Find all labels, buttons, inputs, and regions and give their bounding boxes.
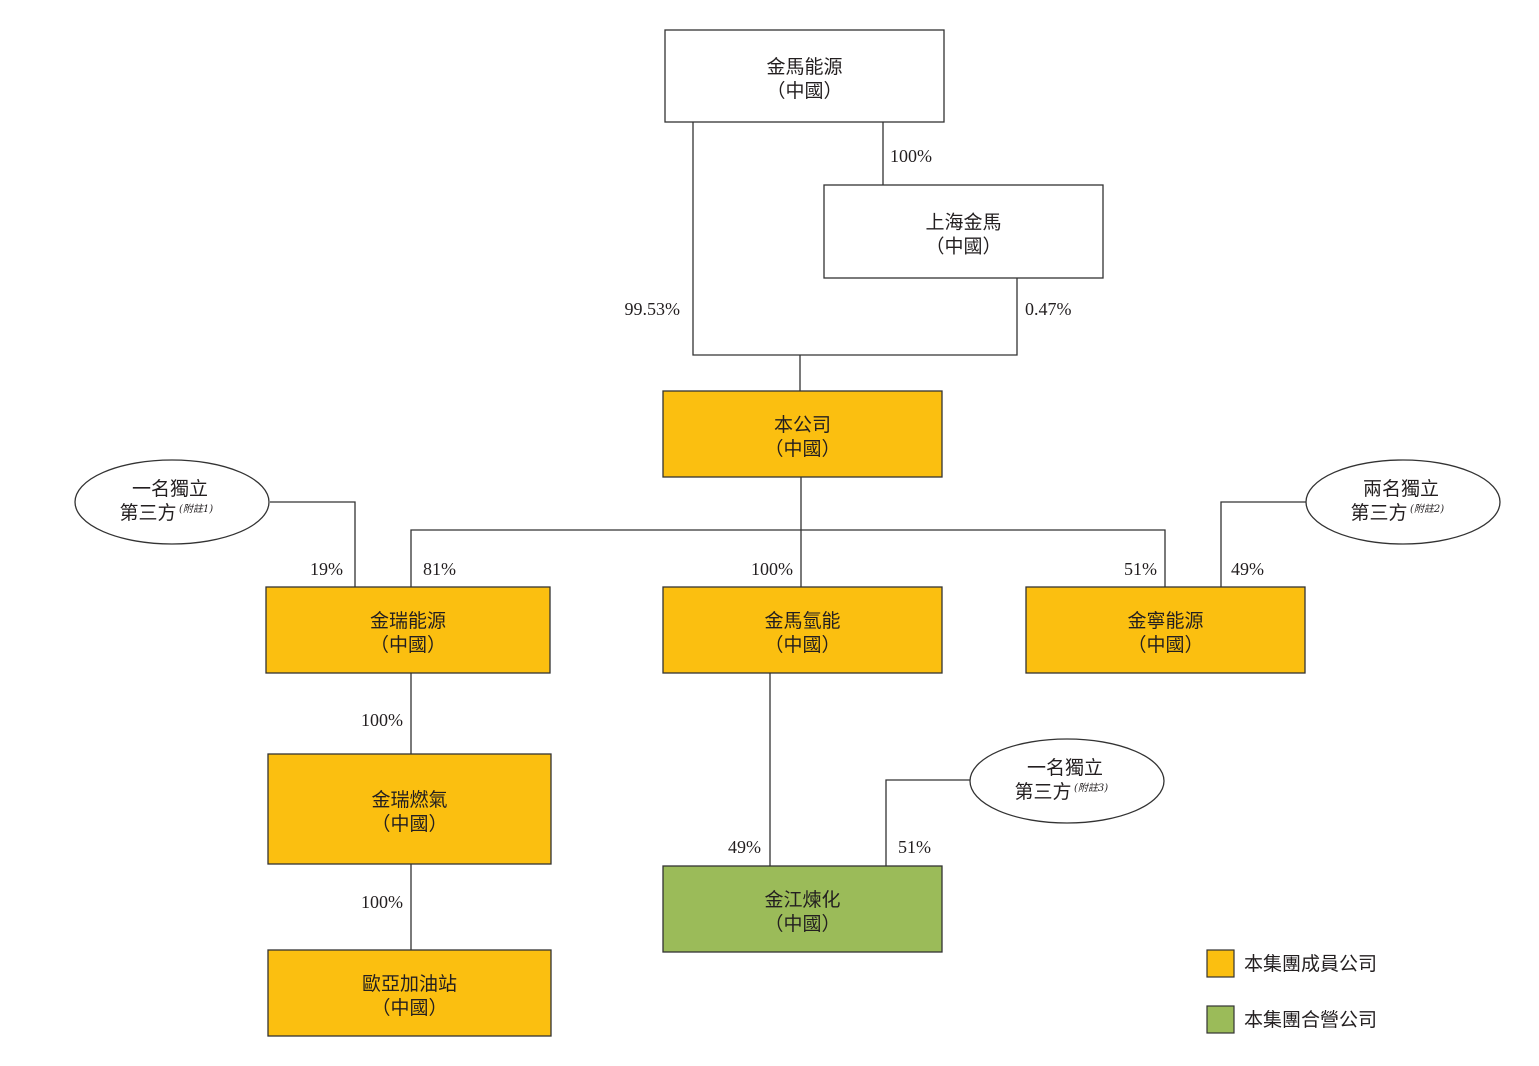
ownership-pct-jinma-energy-to-shanghai-jinma: 100%: [890, 146, 932, 166]
ownership-pct-jinma-hydrogen-to-jinjiang-refining: 49%: [728, 837, 761, 857]
entity-box-jinning-energy: 金寧能源（中國）: [1025, 586, 1306, 674]
entity-box-ouya-station: 歐亞加油站（中國）: [267, 949, 552, 1037]
entity-region: （中國）: [764, 913, 840, 935]
third-party-line2: 第三方: [119, 502, 176, 524]
connector-tp2-jinning: [1220, 501, 1306, 587]
entity-rect: [267, 949, 552, 1037]
ownership-pct-jinrui-energy-to-jinrui-gas: 100%: [361, 710, 403, 730]
entity-box-shanghai-jinma: 上海金馬（中國）: [823, 184, 1104, 279]
entity-region: （中國）: [764, 438, 840, 460]
ownership-pct-tp3-to-jinjiang-refining: 51%: [898, 837, 931, 857]
legend-label-member: 本集團成員公司: [1244, 953, 1377, 975]
entity-region: （中國）: [370, 634, 446, 656]
ownership-pct-jinma-energy-to-company: 99.53%: [625, 299, 681, 319]
entity-box-jinrui-gas: 金瑞燃氣（中國）: [267, 753, 552, 865]
entity-box-jinma-hydrogen: 金馬氫能（中國）: [662, 586, 943, 674]
third-party-line1: 一名獨立: [132, 478, 208, 500]
third-party-note: (附註2): [1410, 503, 1444, 515]
entity-box-jinma-energy: 金馬能源（中國）: [664, 29, 945, 123]
entity-region: （中國）: [1127, 634, 1203, 656]
entity-name: 金瑞能源: [370, 610, 446, 632]
ownership-pct-company-to-jinning-energy: 51%: [1124, 559, 1157, 579]
entity-region: （中國）: [371, 813, 447, 835]
entity-name: 金江煉化: [764, 889, 840, 911]
third-party-line2: 第三方: [1014, 781, 1071, 803]
connector-jinma-company: [692, 122, 1018, 356]
ownership-pct-company-to-jinrui-energy: 81%: [423, 559, 456, 579]
legend: 本集團成員公司 本集團合營公司: [1206, 949, 1377, 1034]
ownership-pct-tp2-to-jinning-energy: 49%: [1231, 559, 1264, 579]
ownership-pct-tp1-to-jinrui-energy: 19%: [310, 559, 343, 579]
third-party-ellipse: [74, 459, 270, 545]
legend-swatch-member: [1206, 949, 1235, 978]
entity-boxes: 金馬能源（中國）上海金馬（中國）本公司（中國）金瑞能源（中國）金馬氫能（中國）金…: [265, 29, 1306, 1037]
connector-tp3-jinjiang: [885, 779, 970, 866]
entity-name: 金馬能源: [766, 56, 842, 78]
entity-box-jinjiang-refining: 金江煉化（中國）: [662, 865, 943, 953]
entity-rect: [662, 390, 943, 478]
entity-name: 上海金馬: [925, 212, 1001, 234]
entity-rect: [662, 865, 943, 953]
third-party-note: (附註3): [1074, 782, 1108, 794]
third-party-ellipse: [969, 738, 1165, 824]
entity-box-company: 本公司（中國）: [662, 390, 943, 478]
legend-swatch-jv: [1206, 1005, 1235, 1034]
third-party-line2: 第三方: [1350, 502, 1407, 524]
ownership-pct-shanghai-jinma-to-company: 0.47%: [1025, 299, 1072, 319]
entity-name: 金寧能源: [1127, 610, 1203, 632]
ownership-pct-company-to-jinma-hydrogen: 100%: [751, 559, 793, 579]
connectors: [270, 122, 1306, 950]
entity-name: 金瑞燃氣: [371, 789, 447, 811]
entity-region: （中國）: [764, 634, 840, 656]
entity-name: 金馬氫能: [764, 610, 840, 632]
connector-tp1-jinrui: [270, 501, 356, 587]
third-party-line1: 兩名獨立: [1363, 478, 1439, 500]
entity-region: （中國）: [371, 997, 447, 1019]
entity-rect: [265, 586, 551, 674]
entity-rect: [664, 29, 945, 123]
entity-name: 本公司: [774, 414, 831, 436]
third-party-ellipse: [1305, 459, 1501, 545]
ownership-percentages: 100% 99.53% 0.47% 19% 81% 100% 51% 49% 100% 100% 4…: [310, 146, 1264, 912]
entity-box-jinrui-energy: 金瑞能源（中國）: [265, 586, 551, 674]
connector-company-branches: [410, 529, 1166, 587]
entity-rect: [267, 753, 552, 865]
entity-rect: [1025, 586, 1306, 674]
entity-region: （中國）: [925, 236, 1001, 258]
legend-label-jv: 本集團合營公司: [1244, 1009, 1377, 1031]
entity-region: （中國）: [766, 80, 842, 102]
entity-name: 歐亞加油站: [362, 973, 457, 995]
third-party-line1: 一名獨立: [1027, 757, 1103, 779]
entity-rect: [662, 586, 943, 674]
entity-rect: [823, 184, 1104, 279]
ownership-pct-jinrui-gas-to-ouya-station: 100%: [361, 892, 403, 912]
third-party-note: (附註1): [179, 503, 213, 515]
